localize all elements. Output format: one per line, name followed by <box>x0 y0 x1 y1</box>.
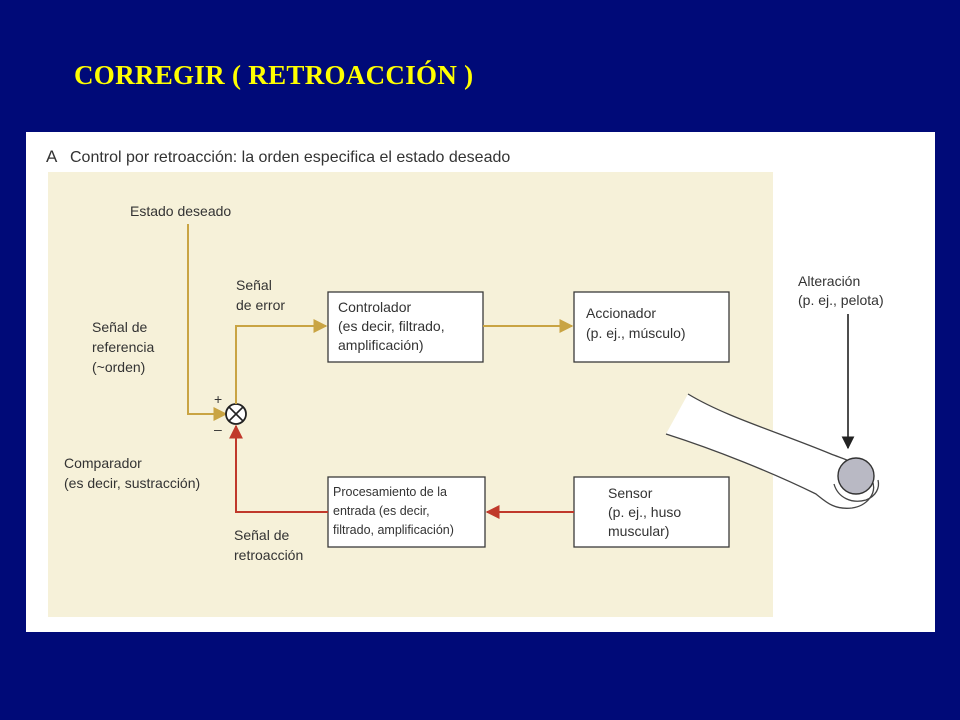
sensor-box <box>573 476 730 548</box>
reference-arrow <box>187 224 228 421</box>
label-disturbance-line-2: (p. ej., pelota) <box>798 292 884 308</box>
arm-illustration <box>665 393 880 509</box>
actuator-line-2: (p. ej., músculo) <box>586 325 686 341</box>
actuator-line-1: Accionador <box>586 305 656 321</box>
input-processing-line-1: Procesamiento de la <box>333 485 447 499</box>
controller-box <box>327 291 484 363</box>
label-error-line-2: de error <box>236 297 285 313</box>
slide-title: CORREGIR ( RETROACCIÓN ) <box>74 60 474 90</box>
sensor-label: Sensor (p. ej., huso muscular) <box>608 485 685 539</box>
label-disturbance-line-1: Alteración <box>798 273 860 289</box>
shaded-area <box>48 172 773 617</box>
comparator-cross-2 <box>228 406 244 422</box>
input-processing-line-2: entrada (es decir, <box>333 504 430 518</box>
label-feedback-signal: Señal de retroacción <box>234 527 303 563</box>
label-reference-line-3: (~orden) <box>92 359 145 375</box>
controller-label: Controlador (es decir, filtrado, amplifi… <box>338 299 449 353</box>
label-plus: + <box>214 391 222 407</box>
error-signal-arrow <box>235 319 328 404</box>
input-processing-label: Procesamiento de la entrada (es decir, f… <box>333 485 454 537</box>
figure-heading-letter: A <box>46 147 58 166</box>
label-reference-line-1: Señal de <box>92 319 147 335</box>
sensor-line-1: Sensor <box>608 485 653 501</box>
sensor-line-3: muscular) <box>608 523 669 539</box>
actuator-label: Accionador (p. ej., músculo) <box>586 305 686 341</box>
figure-panel: A Control por retroacción: la orden espe… <box>26 132 935 632</box>
label-minus: – <box>214 421 222 437</box>
feedback-control-diagram: A Control por retroacción: la orden espe… <box>46 147 884 617</box>
label-error-signal: Señal de error <box>236 277 285 313</box>
label-comparator-line-2: (es decir, sustracción) <box>64 475 200 491</box>
label-feedback-line-1: Señal de <box>234 527 289 543</box>
figure-heading: Control por retroacción: la orden especi… <box>70 149 510 166</box>
label-desired-state: Estado deseado <box>130 203 231 219</box>
label-reference-signal: Señal de referencia (~orden) <box>92 319 158 375</box>
label-reference-line-2: referencia <box>92 339 154 355</box>
hand-fingers <box>833 479 880 502</box>
input-processing-box <box>327 476 486 548</box>
ball-icon <box>837 457 875 495</box>
feedback-signal-arrow <box>229 424 328 513</box>
label-error-line-1: Señal <box>236 277 272 293</box>
label-comparator: Comparador (es decir, sustracción) <box>64 455 200 491</box>
label-disturbance: Alteración (p. ej., pelota) <box>798 273 884 308</box>
sensor-line-2: (p. ej., huso <box>608 504 681 520</box>
controller-line-3: amplificación) <box>338 337 424 353</box>
label-comparator-line-1: Comparador <box>64 455 142 471</box>
input-processing-line-3: filtrado, amplificación) <box>333 523 454 537</box>
actuator-box <box>573 291 730 363</box>
controller-line-1: Controlador <box>338 299 411 315</box>
controller-line-2: (es decir, filtrado, <box>338 318 445 334</box>
label-feedback-line-2: retroacción <box>234 547 303 563</box>
